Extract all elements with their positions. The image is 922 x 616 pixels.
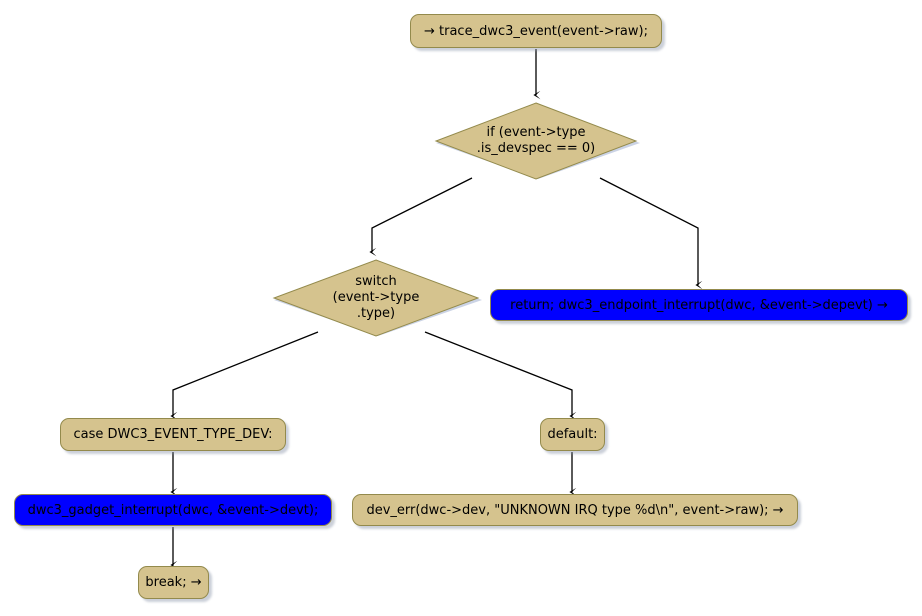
edge-if-to-switch xyxy=(369,177,473,257)
node-dwc3-endpoint-interrupt[interactable]: return; dwc3_endpoint_interrupt(dwc, &ev… xyxy=(490,289,908,321)
decision-label: switch (event->type .type) xyxy=(270,258,482,338)
decision-line-2: .is_devspec == 0) xyxy=(476,141,596,156)
node-trace-dwc3-event[interactable]: → trace_dwc3_event(event->raw); xyxy=(410,14,662,48)
decision-line-1: switch xyxy=(355,274,397,289)
node-dwc3-gadget-interrupt[interactable]: dwc3_gadget_interrupt(dwc, &event->devt)… xyxy=(14,494,332,526)
node-label: case DWC3_EVENT_TYPE_DEV: xyxy=(73,427,273,442)
node-label: dev_err(dwc->dev, "UNKNOWN IRQ type %d\n… xyxy=(366,502,784,518)
node-label: break; → xyxy=(145,575,202,590)
node-dev-err[interactable]: dev_err(dwc->dev, "UNKNOWN IRQ type %d\n… xyxy=(352,494,798,526)
decision-line-1: if (event->type xyxy=(486,125,586,140)
node-default-case[interactable]: default: xyxy=(540,418,605,451)
node-case-dwc3-event-type-dev[interactable]: case DWC3_EVENT_TYPE_DEV: xyxy=(60,418,286,451)
edge-switch-to-default xyxy=(424,331,577,421)
edge-switch-to-case xyxy=(170,331,319,421)
diamond-shape xyxy=(434,102,640,180)
decision-switch-event-type[interactable]: switch (event->type .type) xyxy=(270,258,482,338)
edge-if-to-endpoint xyxy=(599,177,703,290)
node-break[interactable]: break; → xyxy=(138,566,209,599)
decision-label: if (event->type .is_devspec == 0) xyxy=(432,101,640,181)
node-label: default: xyxy=(547,427,598,442)
node-label: dwc3_gadget_interrupt(dwc, &event->devt)… xyxy=(27,502,319,518)
node-label: return; dwc3_endpoint_interrupt(dwc, &ev… xyxy=(510,297,888,313)
decision-is-devspec[interactable]: if (event->type .is_devspec == 0) xyxy=(432,101,640,181)
diamond-shape xyxy=(272,259,482,337)
decision-line-3: .type) xyxy=(356,306,396,321)
node-label: → trace_dwc3_event(event->raw); xyxy=(424,23,648,39)
decision-line-2: (event->type xyxy=(332,290,420,305)
